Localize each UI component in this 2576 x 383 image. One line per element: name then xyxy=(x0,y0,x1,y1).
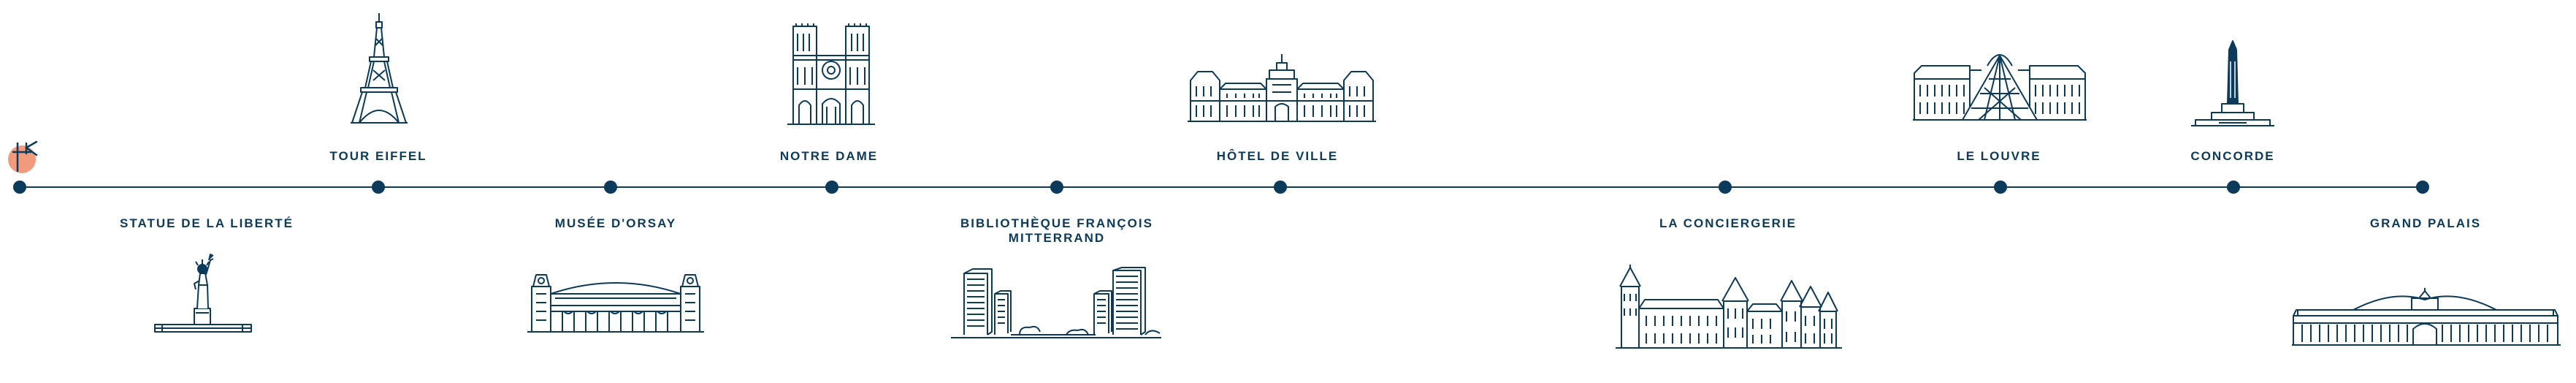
timeline-dot-bibliotheque[interactable] xyxy=(1050,181,1063,194)
landmark-label-eiffel: TOUR EIFFEL xyxy=(329,149,427,163)
timeline-dot-grand-palais[interactable] xyxy=(2416,181,2429,194)
library-towers-icon xyxy=(951,267,1161,338)
timeline-dot-eiffel[interactable] xyxy=(372,181,385,194)
notre-dame-icon xyxy=(787,23,875,125)
louvre-pyramid-icon xyxy=(1913,54,2087,121)
landmark-label-bibliotheque: BIBLIOTHÈQUE FRANÇOIS MITTERRAND xyxy=(960,216,1153,246)
flag-start-icon[interactable] xyxy=(4,137,45,178)
timeline-dot-conciergerie[interactable] xyxy=(1719,181,1732,194)
landmark-label-concorde: CONCORDE xyxy=(2190,149,2275,163)
landmark-label-orsay: MUSÉE D'ORSAY xyxy=(554,216,677,230)
conciergerie-icon xyxy=(1616,265,1842,349)
timeline-line xyxy=(20,186,2423,188)
landmark-label-conciergerie: LA CONCIERGERIE xyxy=(1659,216,1797,230)
obelisk-icon xyxy=(2191,40,2274,126)
landmark-label-bibliotheque-line1: BIBLIOTHÈQUE FRANÇOIS xyxy=(960,216,1153,230)
landmark-label-hotel-de-ville: HÔTEL DE VILLE xyxy=(1216,149,1339,163)
landmark-label-liberte: STATUE DE LA LIBERTÉ xyxy=(119,216,294,230)
landmark-label-grand-palais: GRAND PALAIS xyxy=(2369,216,2482,230)
landmark-label-bibliotheque-line2: MITTERRAND xyxy=(1008,231,1106,245)
musee-orsay-icon xyxy=(527,274,704,333)
landmark-label-notre-dame: NOTRE DAME xyxy=(779,149,879,163)
hotel-de-ville-icon xyxy=(1188,54,1376,122)
timeline-dot-louvre[interactable] xyxy=(1994,181,2007,194)
landmark-label-louvre: LE LOUVRE xyxy=(1957,149,2041,163)
grand-palais-icon xyxy=(2292,288,2561,346)
statue-of-liberty-icon xyxy=(154,254,252,333)
timeline-dot-orsay[interactable] xyxy=(604,181,617,194)
eiffel-tower-icon xyxy=(351,13,408,124)
timeline-dot-hotel-de-ville[interactable] xyxy=(1274,181,1287,194)
timeline-dot-notre-dame[interactable] xyxy=(825,181,838,194)
timeline-dot-liberte[interactable] xyxy=(13,181,26,194)
timeline-dot-concorde[interactable] xyxy=(2227,181,2240,194)
